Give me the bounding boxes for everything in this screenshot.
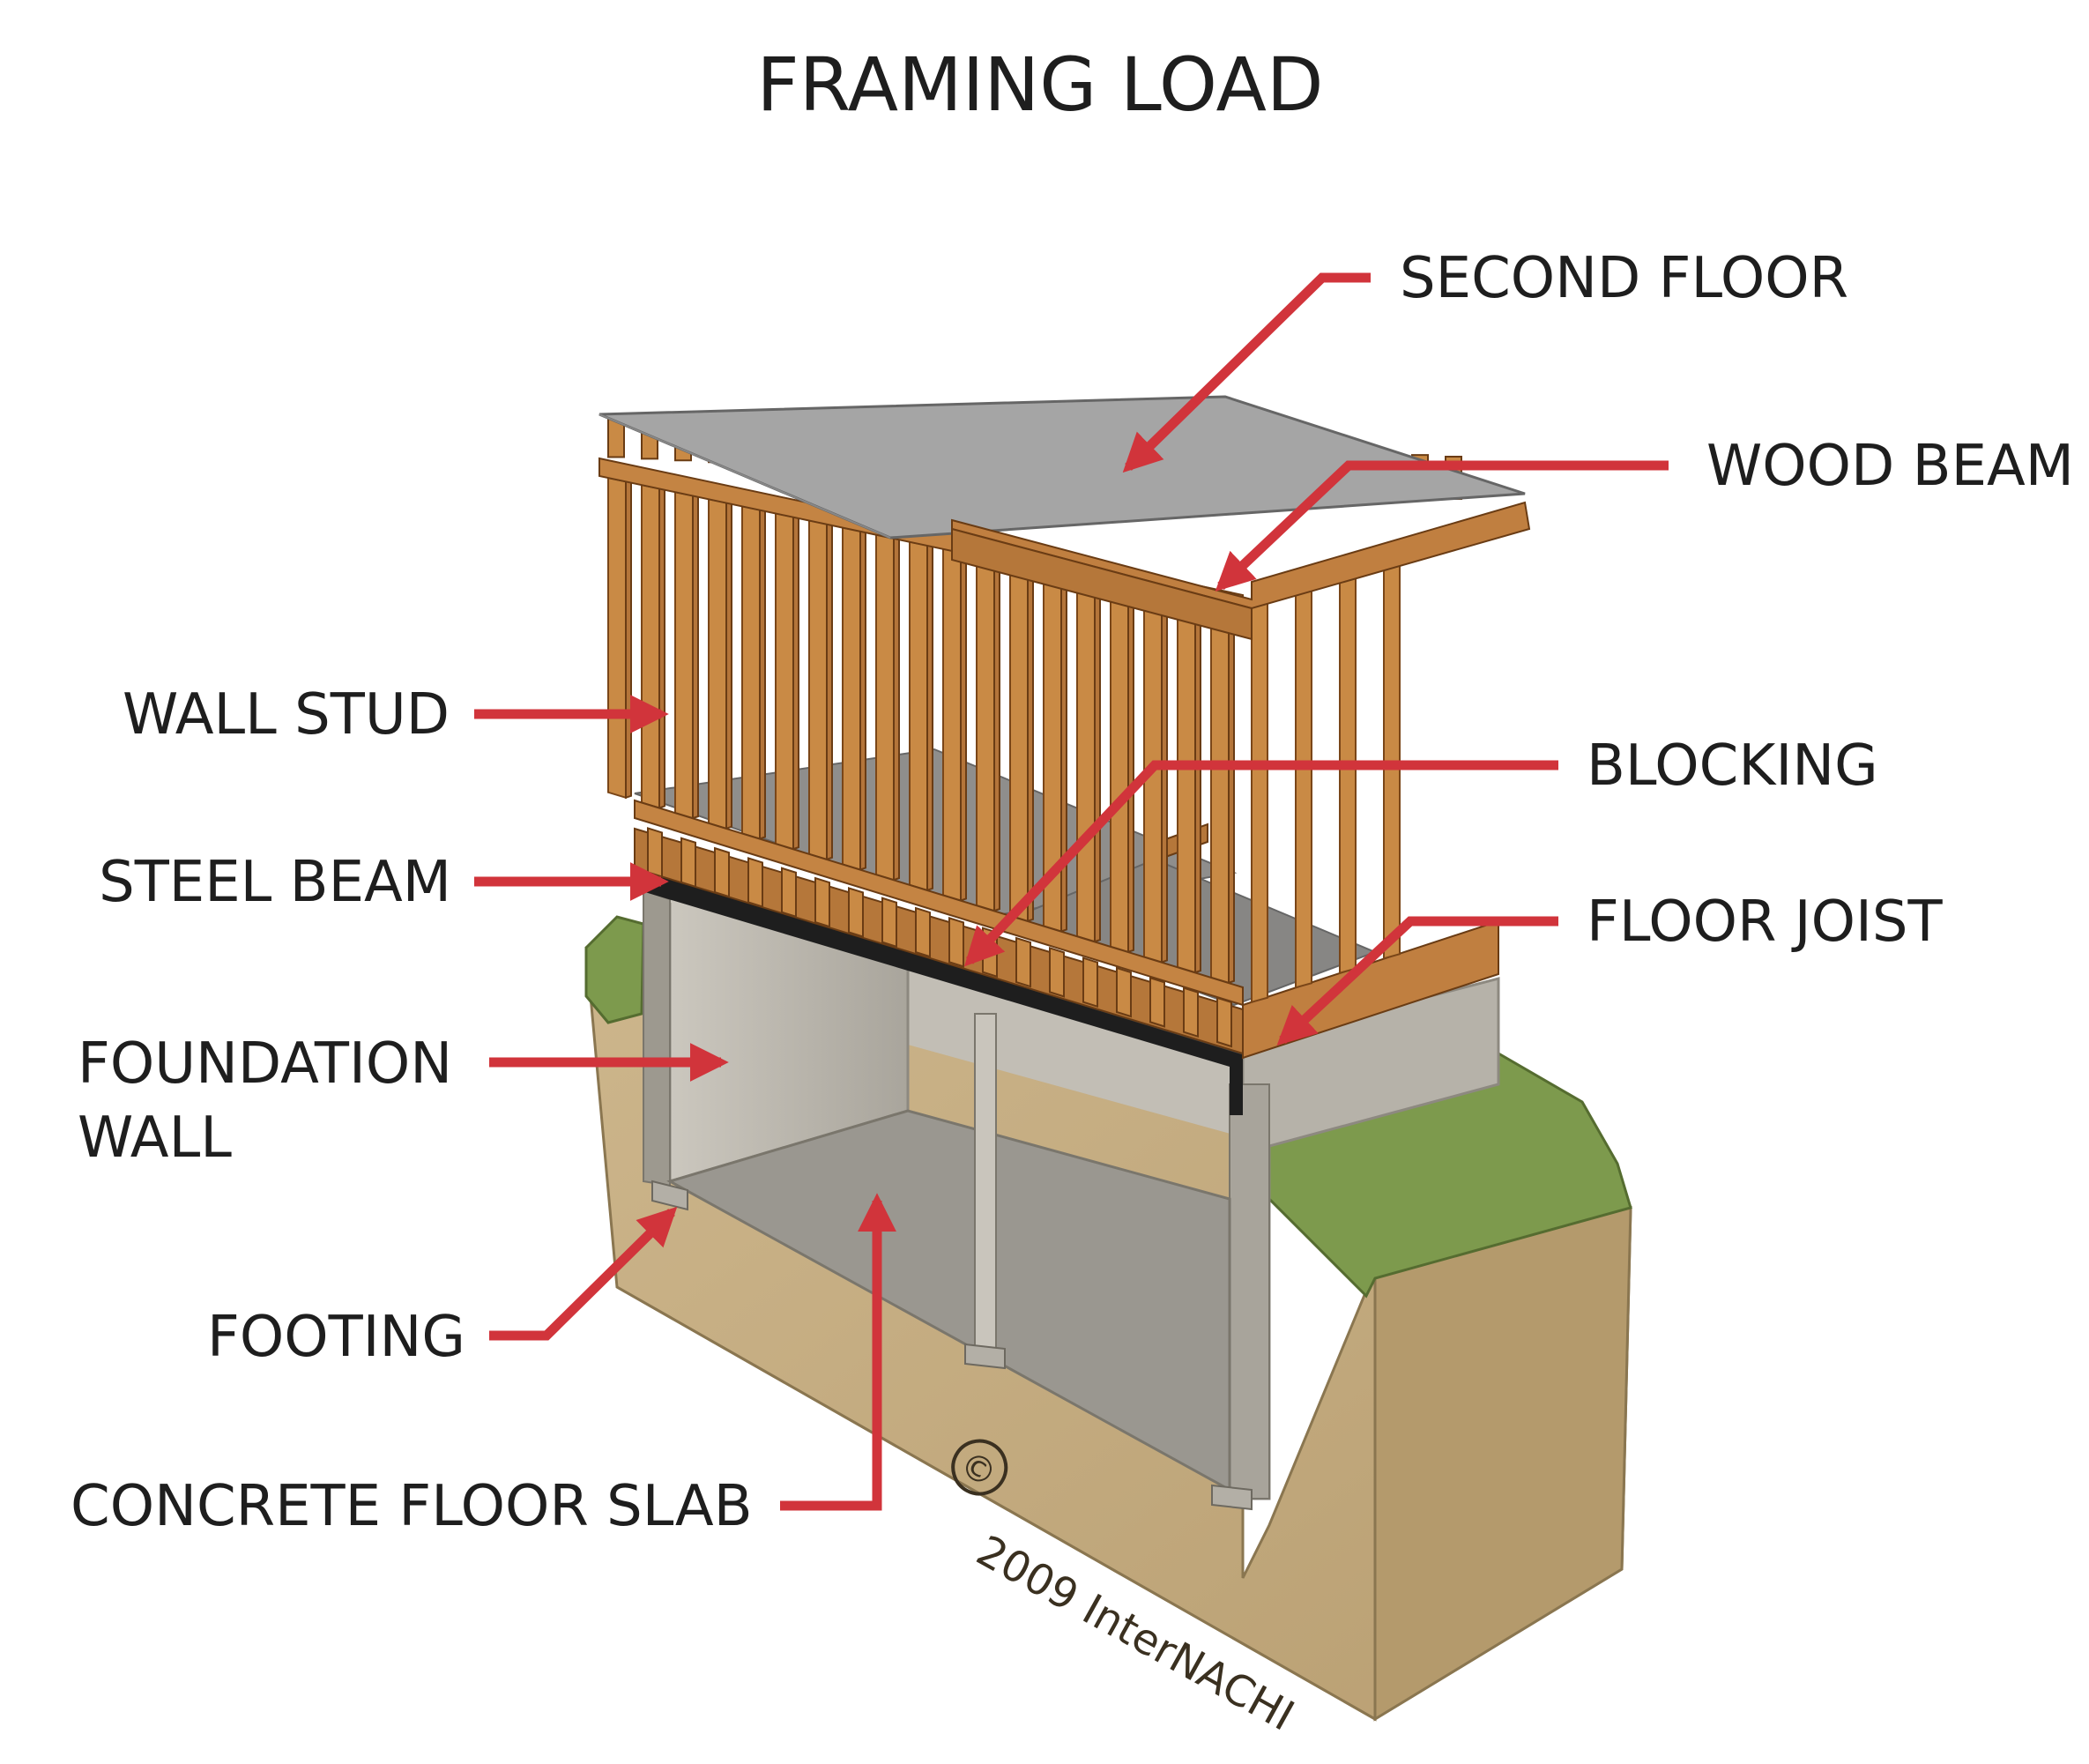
wall-stud xyxy=(775,512,794,851)
arrow-wood-beam xyxy=(1215,460,1669,592)
wall-stud-side xyxy=(893,535,900,882)
floor-joist xyxy=(1149,976,1165,1028)
wall-stud xyxy=(1177,597,1196,974)
side-wall-stud xyxy=(1339,567,1357,975)
floor-joist xyxy=(1183,986,1199,1038)
floor-joist xyxy=(680,837,696,889)
bottom-plate xyxy=(634,799,1244,1007)
wall-stud xyxy=(1076,576,1096,943)
floor-joist xyxy=(781,867,797,919)
wall-stud-side xyxy=(993,556,1000,912)
wall-stud xyxy=(842,526,861,871)
floor-joist xyxy=(1049,946,1065,998)
wall-stud xyxy=(708,498,727,830)
wall-stud-side xyxy=(1094,577,1101,943)
wall-stud-side xyxy=(725,499,732,830)
wall-stud xyxy=(1210,604,1230,985)
grass-left xyxy=(584,915,645,1024)
wall-stud xyxy=(976,555,995,912)
wall-stud xyxy=(909,540,928,892)
label-floor-joist: FLOOR JOIST xyxy=(1587,889,1944,955)
arrow-concrete-floor-slab xyxy=(780,1193,896,1511)
floor-joist xyxy=(881,897,897,949)
arrow-footing xyxy=(489,1206,678,1341)
side-wall-stud xyxy=(1251,593,1268,1004)
side-wall-stud xyxy=(1383,554,1401,960)
wall-stud xyxy=(942,547,962,902)
floor-joist xyxy=(848,887,864,938)
wall-stud xyxy=(674,491,694,820)
wall-stud-side xyxy=(1060,570,1067,933)
label-footing: FOOTING xyxy=(207,1305,465,1370)
footings xyxy=(651,1180,1253,1511)
concrete-floor-slab xyxy=(666,1109,1231,1492)
floor-joist xyxy=(747,857,763,908)
label-foundation-wall-line1: FOUNDATION xyxy=(78,1031,452,1097)
wall-stud-side xyxy=(859,528,866,871)
label-blocking: BLOCKING xyxy=(1587,733,1878,799)
second-floor-deck xyxy=(598,395,1526,540)
steel-post xyxy=(974,1013,997,1350)
wall-stud-side xyxy=(926,542,933,892)
wall-stud-side xyxy=(658,485,665,809)
label-wood-beam: WOOD BEAM xyxy=(1706,434,2074,499)
floor-joist xyxy=(1082,956,1098,1009)
floor-joist xyxy=(814,876,830,928)
floor-joist xyxy=(1116,966,1132,1018)
wall-stud xyxy=(808,519,828,861)
wall-stud xyxy=(1110,583,1129,954)
label-concrete-floor-slab: CONCRETE FLOOR SLAB xyxy=(71,1474,753,1539)
side-wall-studs xyxy=(1251,554,1401,1004)
wall-stud xyxy=(875,533,895,882)
wall-stud-side xyxy=(692,492,699,820)
floor-joist xyxy=(714,846,730,898)
wall-stud-side xyxy=(1228,606,1235,985)
arrow-second-floor xyxy=(1122,272,1371,473)
wall-stud-side xyxy=(826,521,833,861)
wall-stud xyxy=(607,476,627,800)
annotation-arrows xyxy=(474,272,1669,1511)
wall-stud-side xyxy=(792,514,799,851)
floor-joist xyxy=(948,917,964,968)
wall-stud-side xyxy=(759,506,766,840)
label-second-floor: SECOND FLOOR xyxy=(1400,246,1848,311)
wall-stud-side xyxy=(625,478,632,800)
wall-stud xyxy=(1009,562,1029,923)
wall-stud xyxy=(641,483,660,809)
arrow-floor-joist xyxy=(1276,916,1558,1046)
floor-joist xyxy=(1015,936,1031,988)
wood-beam xyxy=(951,501,1531,641)
wall-stud-side xyxy=(1027,563,1034,923)
side-wall-stud xyxy=(1295,580,1312,989)
label-wall-stud: WALL STUD xyxy=(123,682,450,748)
floor-joist xyxy=(915,906,931,958)
wall-stud-side xyxy=(1127,584,1134,954)
wall-stud xyxy=(741,505,761,840)
wall-stud-side xyxy=(1194,599,1201,974)
label-steel-beam: STEEL BEAM xyxy=(99,850,451,915)
diagram-title: FRAMING LOAD xyxy=(756,41,1323,128)
foundation-wall xyxy=(643,889,1500,1500)
floor-joist xyxy=(647,827,663,878)
arrow-blocking xyxy=(963,760,1558,967)
wall-stud-side xyxy=(1161,592,1168,964)
floor-joist xyxy=(1216,996,1232,1048)
label-foundation-wall-line2: WALL xyxy=(78,1105,232,1171)
wall-stud-side xyxy=(960,549,967,902)
